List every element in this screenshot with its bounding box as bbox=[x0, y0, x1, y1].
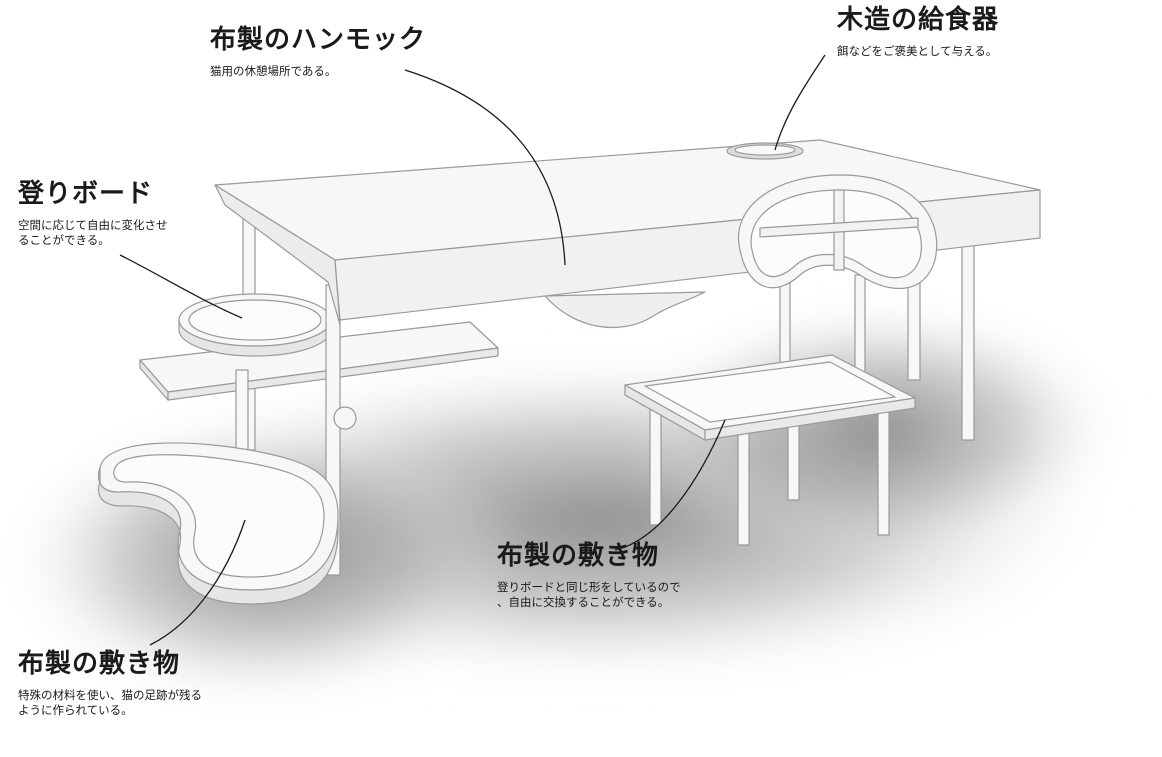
description-line: ように作られている。 bbox=[18, 703, 133, 718]
hammock-fabric bbox=[544, 291, 706, 329]
annotation-description: 餌などをご褒美として与える。 bbox=[837, 44, 999, 60]
leader-line-hammock bbox=[404, 69, 566, 266]
annotation-title: 布製の敷き物 bbox=[497, 541, 660, 571]
leader-line-mat-left bbox=[149, 519, 246, 646]
chair-leg bbox=[877, 404, 890, 536]
annotation-title: 木造の給食器 bbox=[837, 5, 1000, 35]
leader-line-mat-right bbox=[614, 419, 726, 551]
description-line: 、自由に交換することができる。 bbox=[497, 595, 670, 610]
chair-leg bbox=[737, 429, 750, 546]
annotation-hammock: 布製のハンモック 猫用の休憩場所である。 bbox=[210, 25, 427, 80]
annotation-description: 空間に応じて自由に変化させ ることができる。 bbox=[18, 218, 168, 249]
description-line: 空間に応じて自由に変化させ bbox=[18, 217, 168, 232]
annotation-climbing-board: 登りボード 空間に応じて自由に変化させ ることができる。 bbox=[18, 179, 168, 249]
annotation-description: 登りボードと同じ形をしているので 、自由に交換することができる。 bbox=[497, 580, 681, 611]
description-line: 登りボードと同じ形をしているので bbox=[497, 579, 681, 594]
description-line: 猫用の休憩場所である。 bbox=[210, 63, 337, 78]
annotation-description: 猫用の休憩場所である。 bbox=[210, 64, 426, 80]
table-top-front bbox=[214, 184, 341, 326]
annotation-mat-left: 布製の敷き物 特殊の材料を使い、猫の足跡が残る ように作られている。 bbox=[18, 649, 202, 719]
knob bbox=[333, 406, 357, 430]
annotation-description: 特殊の材料を使い、猫の足跡が残る ように作られている。 bbox=[18, 688, 202, 719]
description-line: 餌などをご褒美として与える。 bbox=[837, 43, 998, 58]
leader-lines bbox=[119, 54, 826, 646]
annotation-feeder: 木造の給食器 餌などをご褒美として与える。 bbox=[837, 5, 1000, 60]
annotation-title: 布製の敷き物 bbox=[18, 649, 181, 679]
annotation-mat-right: 布製の敷き物 登りボードと同じ形をしているので 、自由に交換することができる。 bbox=[497, 541, 681, 611]
leader-line-climbing-board bbox=[119, 254, 243, 319]
furniture bbox=[98, 139, 1041, 605]
leader-line-feeder bbox=[774, 54, 826, 151]
description-line: ることができる。 bbox=[18, 233, 110, 248]
chair-leg bbox=[649, 409, 662, 526]
table-leg bbox=[961, 239, 975, 441]
annotation-title: 登りボード bbox=[18, 179, 154, 209]
description-line: 特殊の材料を使い、猫の足跡が残る bbox=[18, 687, 202, 702]
annotation-title: 布製のハンモック bbox=[210, 25, 427, 55]
